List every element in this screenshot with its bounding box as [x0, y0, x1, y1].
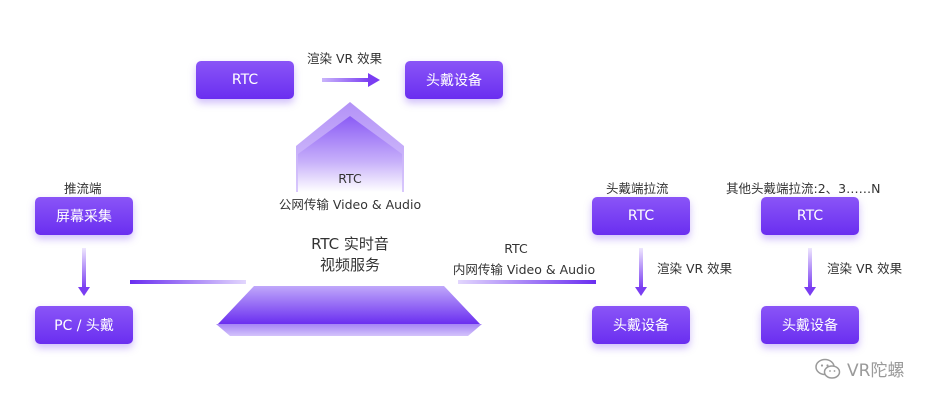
pc-headset-box: PC / 头戴 — [35, 306, 133, 344]
public-network-house — [296, 102, 404, 192]
pull2-headset-box: 头戴设备 — [761, 306, 859, 344]
left-down-arrow — [78, 248, 90, 296]
top-arrow — [322, 73, 380, 87]
pull1-headset-box: 头戴设备 — [592, 306, 690, 344]
house-label-1: RTC — [338, 171, 362, 186]
watermark: VR陀螺 — [815, 356, 904, 381]
push-end-title: 推流端 — [64, 181, 102, 196]
left-connector-line — [130, 280, 246, 284]
pull2-title: 其他头戴端拉流:2、3……N — [726, 181, 881, 196]
house-label-2: 公网传输 Video & Audio — [278, 197, 422, 212]
pull1-rtc-box: RTC — [592, 197, 690, 235]
center-platform — [216, 286, 482, 336]
pull1-render-label: 渲染 VR 效果 — [657, 261, 733, 276]
intranet-label-1: RTC — [504, 241, 528, 256]
intranet-label-2: 内网传输 Video & Audio — [452, 262, 596, 277]
pull2-render-label: 渲染 VR 效果 — [827, 261, 903, 276]
top-headset-box: 头戴设备 — [405, 61, 503, 99]
center-service-line-1: RTC 实时音 — [311, 235, 389, 253]
pull1-title: 头戴端拉流 — [606, 181, 669, 196]
center-service-line-2: 视频服务 — [319, 256, 380, 274]
screen-capture-box: 屏幕采集 — [35, 197, 133, 235]
pull2-down-arrow — [804, 248, 816, 296]
pull1-down-arrow — [635, 248, 647, 296]
pull2-rtc-box: RTC — [761, 197, 859, 235]
right-connector-line — [458, 280, 596, 284]
top-render-label: 渲染 VR 效果 — [307, 51, 383, 66]
wechat-icon — [815, 358, 841, 379]
watermark-text: VR陀螺 — [847, 361, 905, 381]
top-rtc-box: RTC — [196, 61, 294, 99]
